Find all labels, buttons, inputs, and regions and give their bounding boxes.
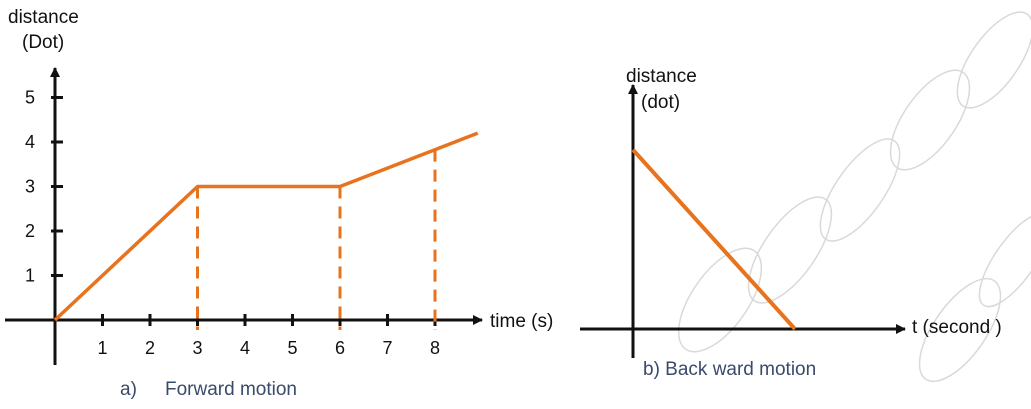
y-axis-label-line1: distance: [8, 7, 79, 28]
dashed-guides: [196, 149, 437, 330]
y-axis-label-line2: (dot): [641, 92, 680, 113]
x-tick-label: 5: [287, 338, 297, 358]
y-axis-label-line2: (Dot): [22, 32, 64, 53]
x-tick-label: 2: [145, 338, 155, 358]
y-tick-label: 2: [25, 221, 35, 241]
x-axis-label: t (second ): [912, 317, 1002, 338]
x-tick-label: 1: [97, 338, 107, 358]
y-axis-label-line1: distance: [626, 66, 697, 87]
x-tick-label: 3: [192, 338, 202, 358]
series-line-forward-motion: [53, 131, 479, 322]
x-tick-label: 4: [240, 338, 250, 358]
caption: b) Back ward motion: [643, 359, 816, 380]
y-ticks: 1 2 3 4 5: [25, 88, 63, 286]
x-tick-label: 8: [430, 338, 440, 358]
series-group: [631, 148, 797, 331]
series-group: [53, 131, 479, 322]
backward-motion-chart: distance (dot) t (second ) b) Back ward …: [580, 66, 1002, 380]
forward-motion-chart: 1 2 3 4 5 6 7 8 1 2 3 4 5 distance (Dot) time (s) a…: [5, 7, 553, 400]
y-tick-label: 1: [25, 266, 35, 286]
y-tick-label: 3: [25, 177, 35, 197]
x-tick-label: 6: [335, 338, 345, 358]
x-axis-label: time (s): [490, 311, 553, 332]
y-tick-label: 5: [25, 88, 35, 108]
series-line-backward-motion: [631, 148, 797, 331]
x-tick-label: 7: [382, 338, 392, 358]
y-tick-label: 4: [25, 132, 35, 152]
caption: Forward motion: [165, 379, 297, 400]
caption-letter: a): [120, 379, 137, 400]
watermark-decoration: [677, 11, 1031, 383]
